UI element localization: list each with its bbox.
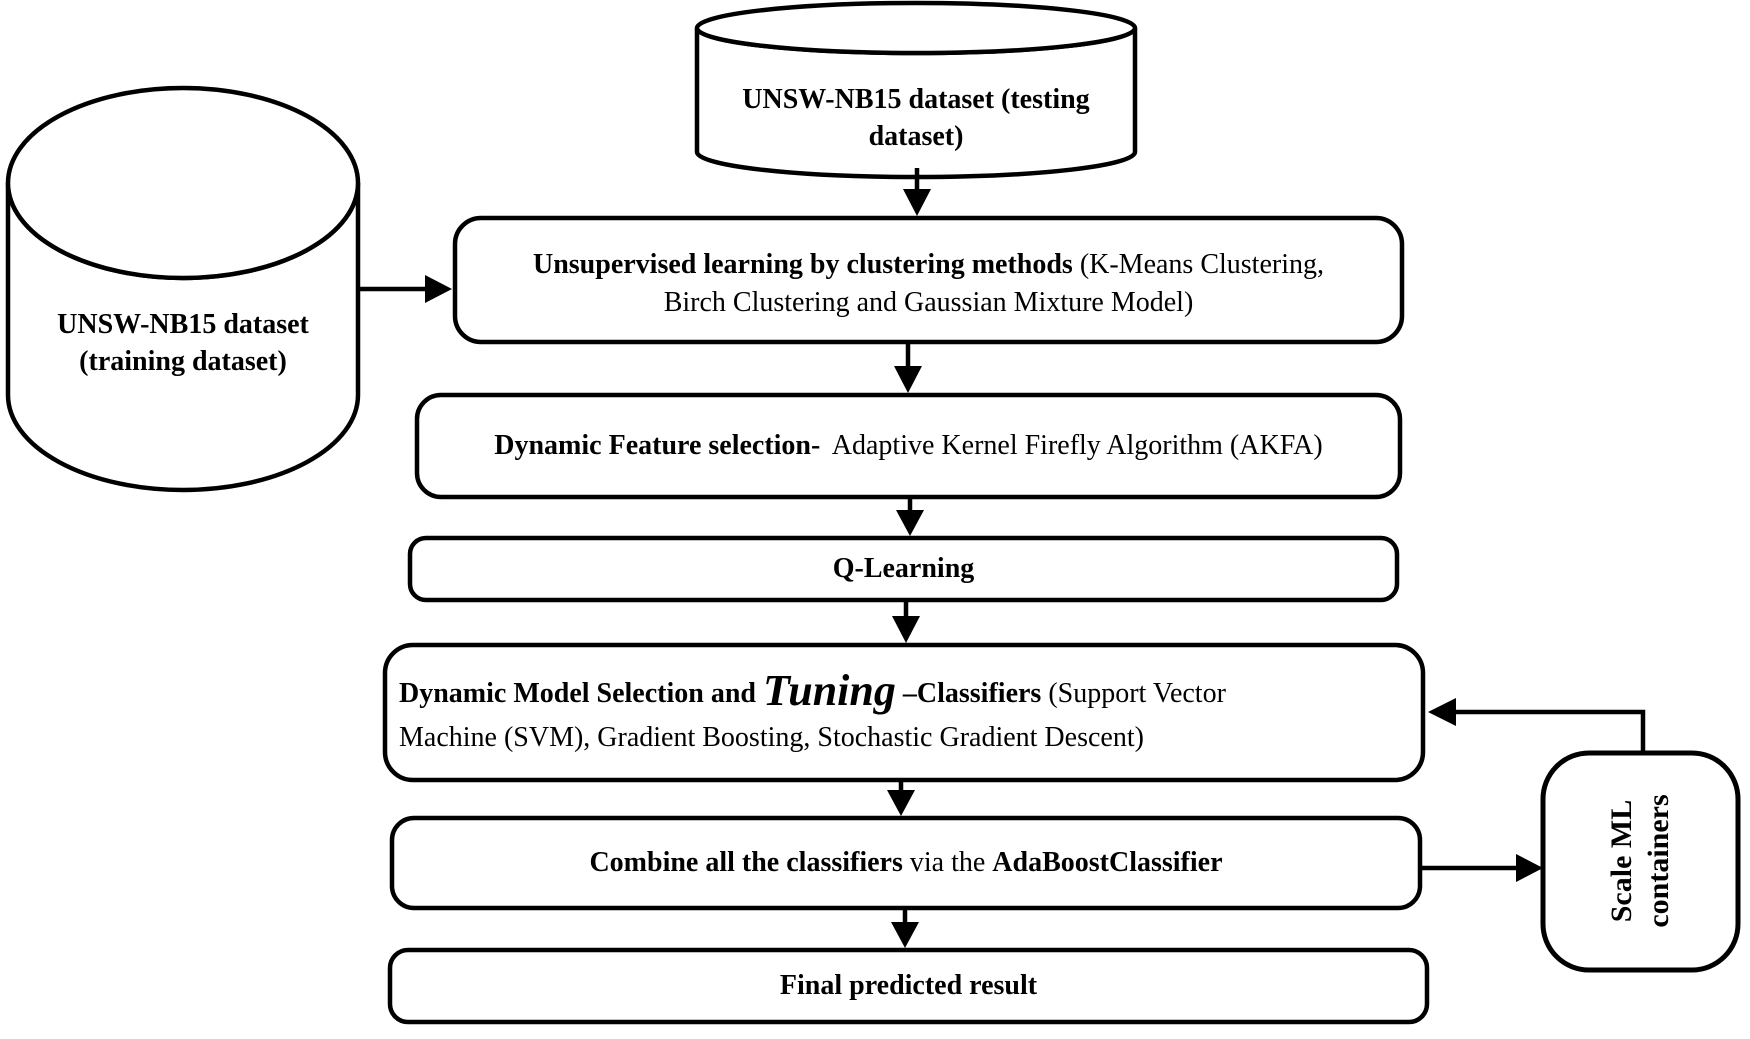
testing-db-line1: UNSW-NB15 dataset (testing [742,83,1090,115]
q-learning-text: Q-Learning [832,553,975,584]
testing-db-line2: dataset) [868,120,964,152]
model-selection-box [382,642,1426,783]
clustering-box [452,215,1405,345]
arrowhead-feature-to-qlearning [896,510,924,536]
arrowhead-combine-to-final [891,922,919,948]
model-selection-bold1-text: Dynamic Model Selection and [399,677,763,709]
q-learning-box [407,535,1400,603]
training-db-cylinder-top [5,85,361,281]
training-db-line2: (training dataset) [79,346,287,377]
arrowhead-qlearning-to-model [892,616,920,643]
feature-selection-box-label: Dynamic Feature selection- Adaptive Kern… [417,395,1400,497]
model-selection-rest1-text: (Support Vector [1048,677,1226,709]
final-result-box-label: Final predicted result [390,950,1427,1022]
arrow-scaleml-to-model [1455,709,1646,753]
arrowhead-clustering-to-feature [894,366,922,393]
clustering-rest-text: (K-Means Clustering, [1072,249,1324,280]
arrowhead-scaleml-to-model [1428,698,1456,726]
final-result-text: Final predicted result [779,970,1038,1001]
q-learning-box-label: Q-Learning [410,538,1397,600]
arrowhead-testing-to-clustering [903,189,931,216]
arrowhead-model-to-combine [887,790,915,816]
training-db-label: UNSW-NB15 dataset (training dataset) [8,300,358,386]
scale-ml-label: Scale ML containers [1603,731,1677,991]
combine-box-label: Combine all the classifiers via the AdaB… [392,818,1420,908]
model-selection-box-label: Dynamic Model Selection and Tuning –Clas… [385,645,1423,780]
clustering-bold-text: Unsupervised learning by clustering meth… [532,249,1073,280]
combine-bold2-text: AdaBoostClassifier [992,847,1223,878]
final-result-box [387,947,1430,1025]
feature-selection-rest-text: Adaptive Kernel Firefly Algorithm (AKFA) [826,430,1323,461]
clustering-box-label: Unsupervised learning by clustering meth… [455,222,1402,346]
testing-db-cylinder-top [694,0,1138,56]
arrowhead-combine-to-scaleml [1516,854,1543,882]
feature-selection-bold-text: Dynamic Feature selection- [494,430,821,461]
combine-bold1-text: Combine all the classifiers [589,847,903,878]
scale-ml-box [1540,750,1741,973]
combine-mid-text: via the [902,847,993,878]
model-selection-tuning-text: Tuning [763,665,896,715]
model-selection-rest2-text: Machine (SVM), Gradient Boosting, Stocha… [399,721,1144,753]
training-db-line1: UNSW-NB15 dataset [57,309,309,340]
scale-ml-line2: containers [1642,794,1675,928]
testing-db-label: UNSW-NB15 dataset (testing dataset) [697,70,1135,165]
arrowhead-training-to-clustering [425,275,452,303]
clustering-line2-text: Birch Clustering and Gaussian Mixture Mo… [663,287,1194,318]
model-selection-bold2-text: –Classifiers [895,677,1049,709]
scale-ml-line1: Scale ML [1605,799,1638,923]
